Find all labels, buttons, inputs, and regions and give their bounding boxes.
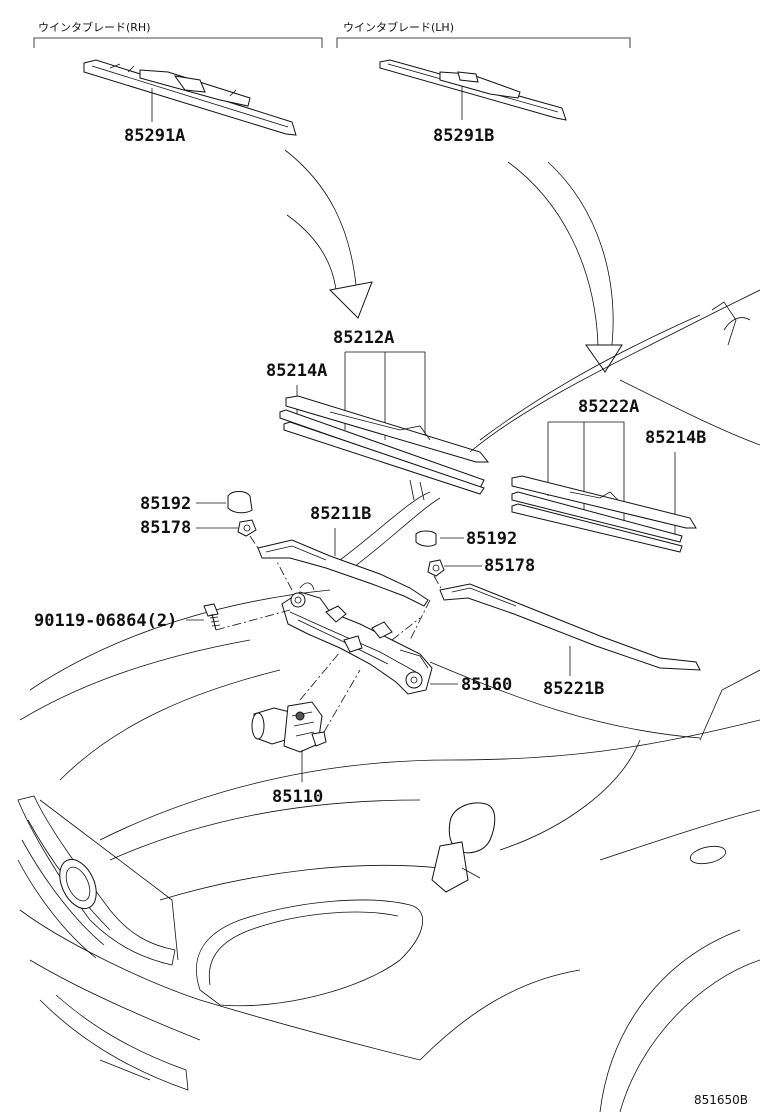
wiper-motor: [251, 701, 327, 753]
label-motor: 85110: [272, 787, 323, 807]
label-cap-lh: 85192: [466, 529, 517, 549]
car-body-outline: [19, 289, 760, 1112]
header-bracket-lh: ウインタブレード(LH): [336, 20, 631, 48]
header-lh: ウインタブレード(LH): [343, 20, 454, 34]
nut-rh: [237, 519, 257, 537]
diagram-id-caption: 851650B: [694, 1093, 748, 1107]
label-arm-rh: 85211B: [310, 504, 371, 524]
bolt: [203, 603, 221, 631]
label-rubber-lh: 85222A: [578, 397, 639, 417]
wiper-blade-lh: [379, 59, 567, 121]
label-nut-lh: 85178: [484, 556, 535, 576]
wiper-linkage: [281, 582, 433, 695]
label-blade-lh: 85291B: [433, 126, 494, 146]
label-arm-lh: 85221B: [543, 679, 604, 699]
header-bracket-rh: ウインタブレード(RH): [33, 20, 323, 48]
header-rh: ウインタブレード(RH): [38, 20, 151, 34]
label-linkage: 85160: [461, 675, 512, 695]
wiper-cap-lh: [415, 530, 437, 547]
label-backing-lh: 85214B: [645, 428, 706, 448]
arrow-rh-to-rubber: [284, 149, 373, 319]
label-bolt: 90119-06864(2): [34, 611, 177, 631]
label-rubber-rh: 85212A: [333, 328, 394, 348]
label-backing-rh: 85214A: [266, 361, 327, 381]
wiper-blade-rh: [83, 59, 297, 136]
side-mirror: [431, 802, 496, 893]
nut-lh: [427, 559, 445, 577]
wiper-rubber-rh: [279, 395, 490, 495]
front-grille: [17, 795, 179, 966]
label-blade-rh: 85291A: [124, 126, 185, 146]
wiper-rubber-lh: [511, 475, 697, 553]
bumper: [39, 994, 189, 1091]
wiper-cap-rh: [227, 491, 253, 514]
wiper-arm-rh: [257, 539, 429, 607]
label-nut-rh: 85178: [140, 518, 191, 538]
arrow-lh-to-rubber: [507, 161, 623, 373]
label-cap-rh: 85192: [140, 494, 191, 514]
wiper-arm-lh: [439, 583, 701, 671]
headlight: [196, 899, 424, 1007]
